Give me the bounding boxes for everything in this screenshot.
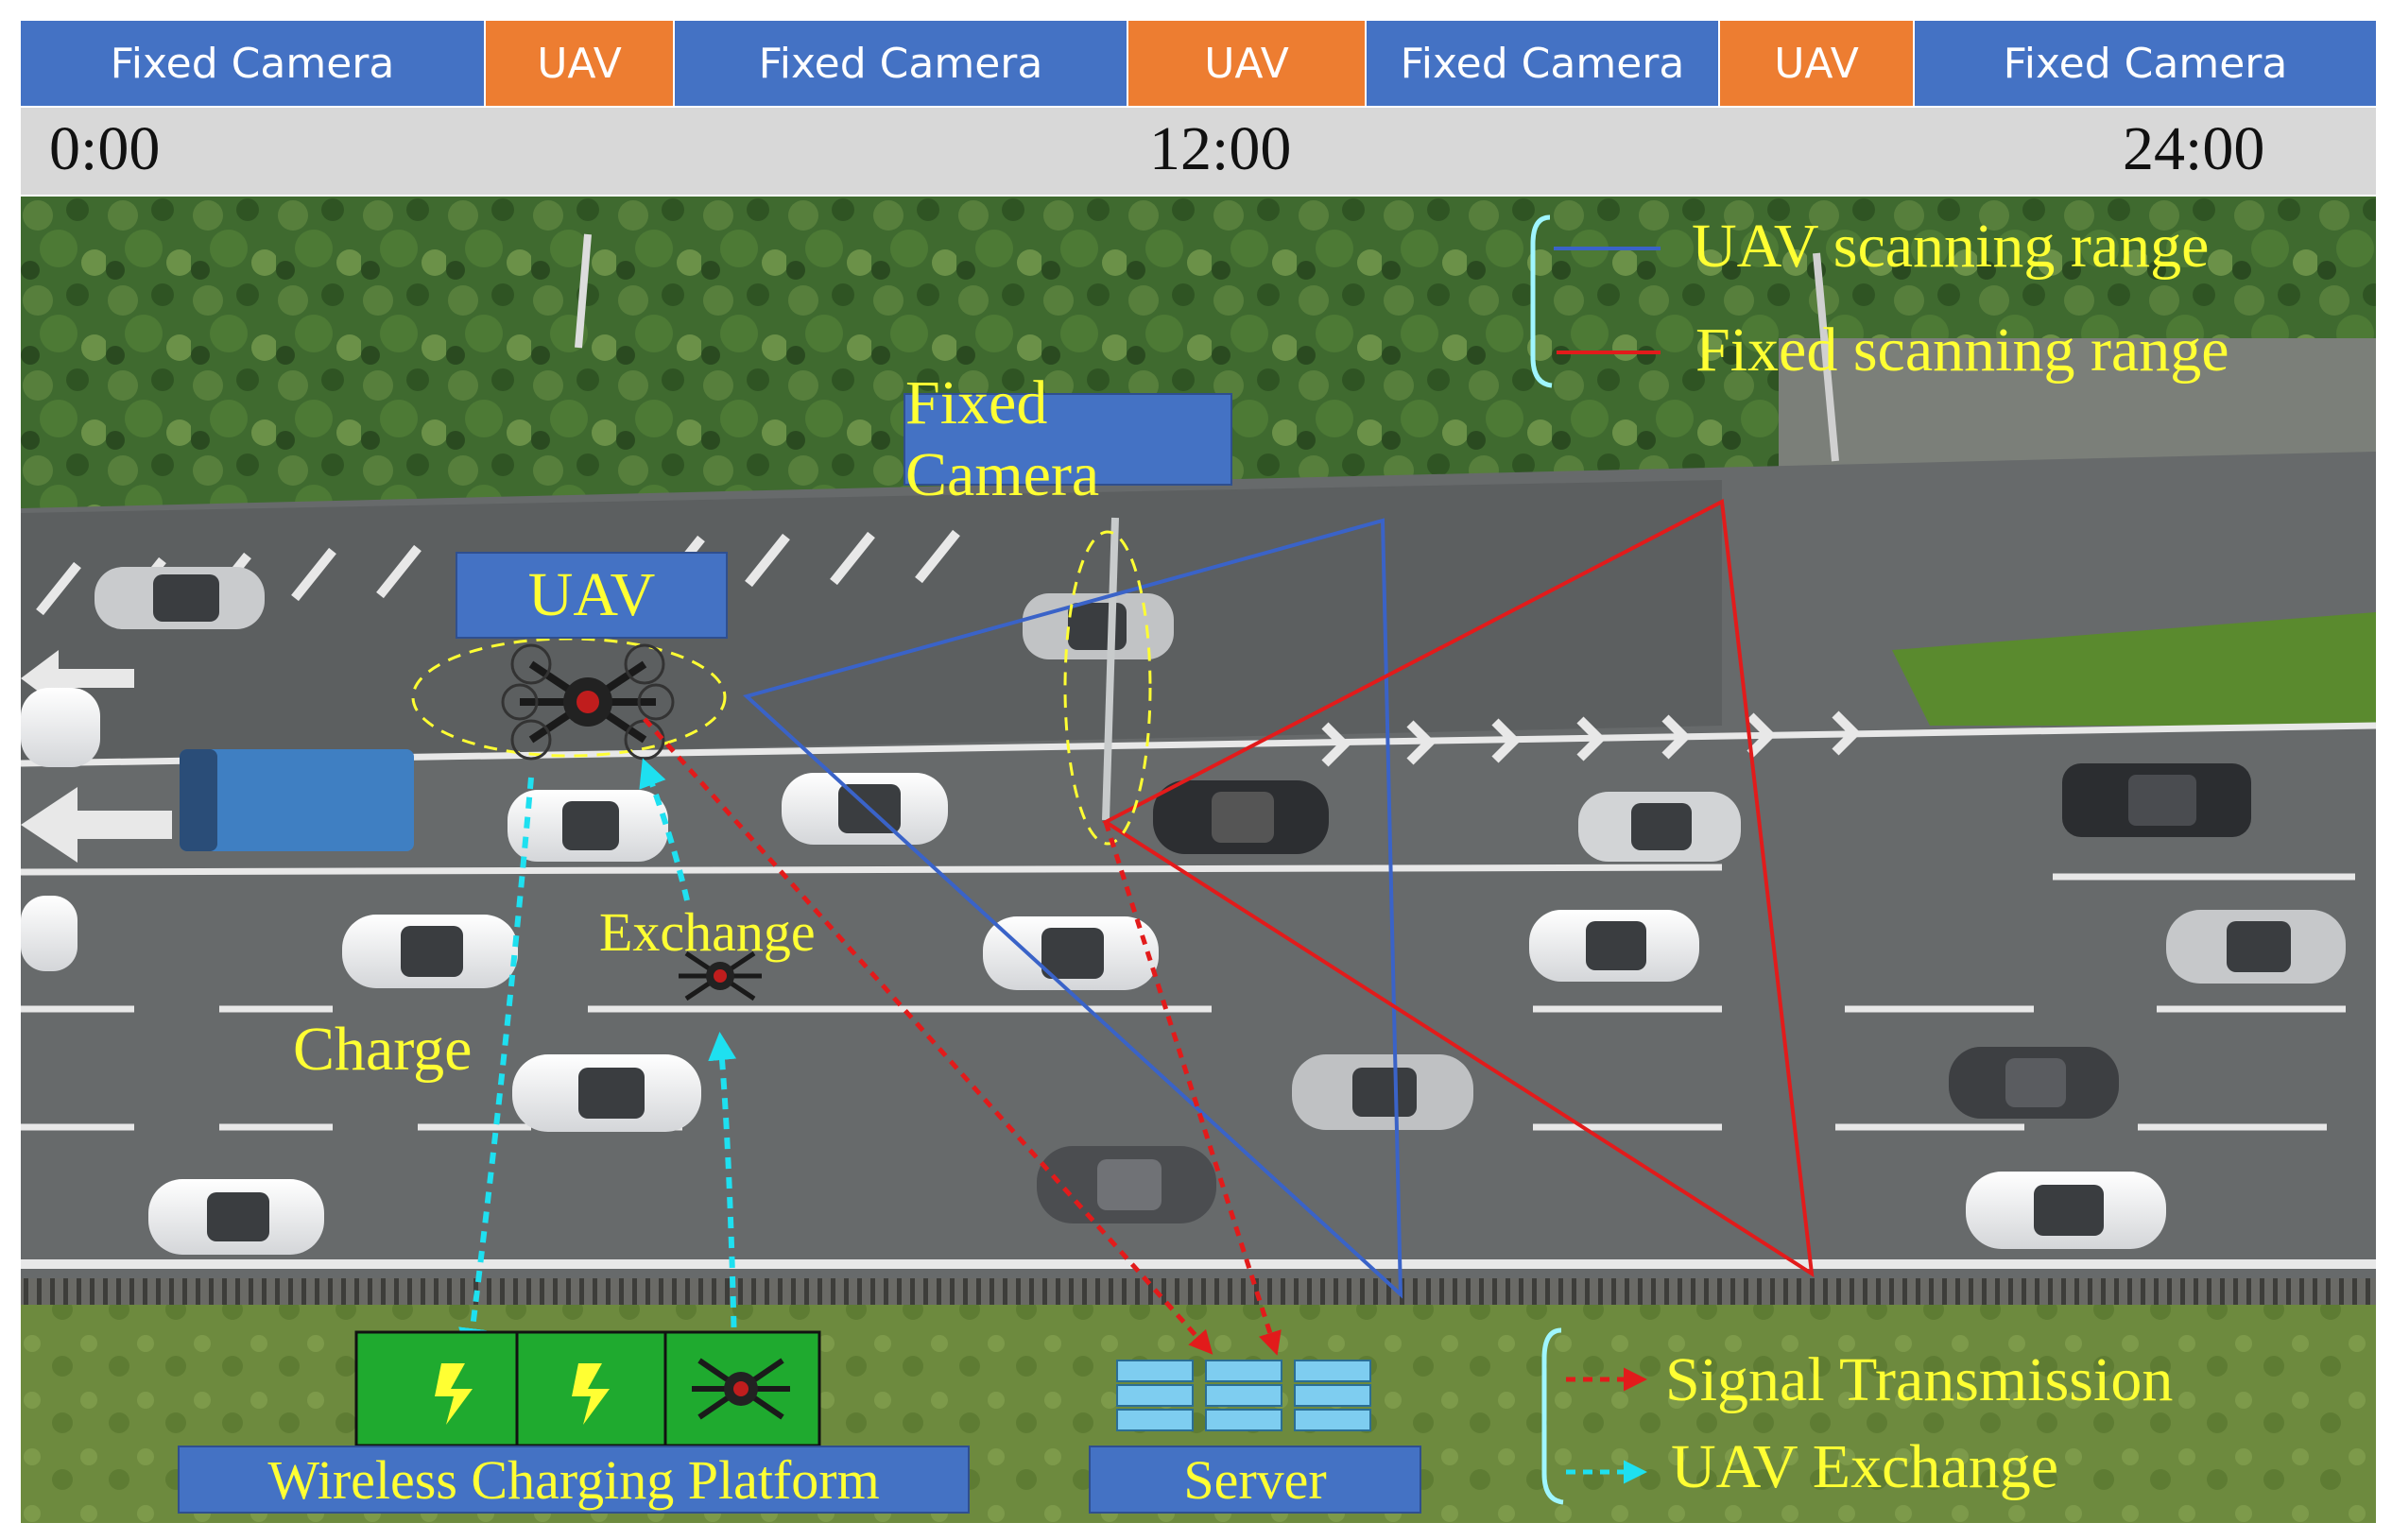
timeline-segment-fixed-camera: Fixed Camera <box>1367 21 1718 106</box>
timeline-segment-fixed-camera: Fixed Camera <box>21 21 484 106</box>
uav-scanning-range <box>742 518 1403 1299</box>
timeline-segment-uav: UAV <box>1128 21 1365 106</box>
time-label-start: 0:00 <box>49 114 161 183</box>
server-icon <box>1116 1360 1371 1431</box>
wireless-charging-platform <box>354 1330 821 1447</box>
lightning-icon <box>435 1363 473 1425</box>
timeline-segment-uav: UAV <box>1720 21 1913 106</box>
time-axis-bar <box>21 108 2376 195</box>
traffic-cars <box>21 567 2346 1255</box>
legend-fixed-range-text: Fixed scanning range <box>1695 316 2229 385</box>
drainage-grate <box>21 1278 2376 1305</box>
exchange-label: Exchange <box>599 901 816 963</box>
uav-highlight-ellipse <box>411 637 727 758</box>
docked-drone-icon <box>692 1358 790 1420</box>
server-label: Server <box>1089 1446 1421 1514</box>
camera-highlight-ellipse <box>1063 530 1152 846</box>
charge-label: Charge <box>293 1015 473 1084</box>
timeline-segment-fixed-camera: Fixed Camera <box>1915 21 2376 106</box>
time-label-end: 24:00 <box>2123 114 2265 183</box>
time-label-midday: 12:00 <box>1149 114 1292 183</box>
timeline-segment-fixed-camera: Fixed Camera <box>675 21 1127 106</box>
wireless-charging-platform-label: Wireless Charging Platform <box>178 1446 970 1514</box>
timeline-segment-uav: UAV <box>486 21 673 106</box>
median-grass <box>1892 612 2376 726</box>
legend-uav-range-text: UAV scanning range <box>1692 212 2210 281</box>
aerial-road-scene: Fixed Camera UAV Wireless Charging Platf… <box>21 197 2376 1523</box>
signal-transmission-arrows <box>643 717 1282 1356</box>
fixed-camera-label: Fixed Camera <box>903 368 1232 509</box>
legend-exchange-text: UAV Exchange <box>1671 1432 2058 1501</box>
legend-signal-text: Signal Transmission <box>1665 1345 2174 1414</box>
uav-drone-icon <box>501 643 675 761</box>
exchange-drone-icon <box>679 950 762 1001</box>
uav-exchange-arrows <box>458 758 737 1357</box>
uav-label: UAV <box>456 552 728 639</box>
lightning-icon <box>572 1363 610 1425</box>
fixed-scanning-range <box>1102 498 1815 1277</box>
